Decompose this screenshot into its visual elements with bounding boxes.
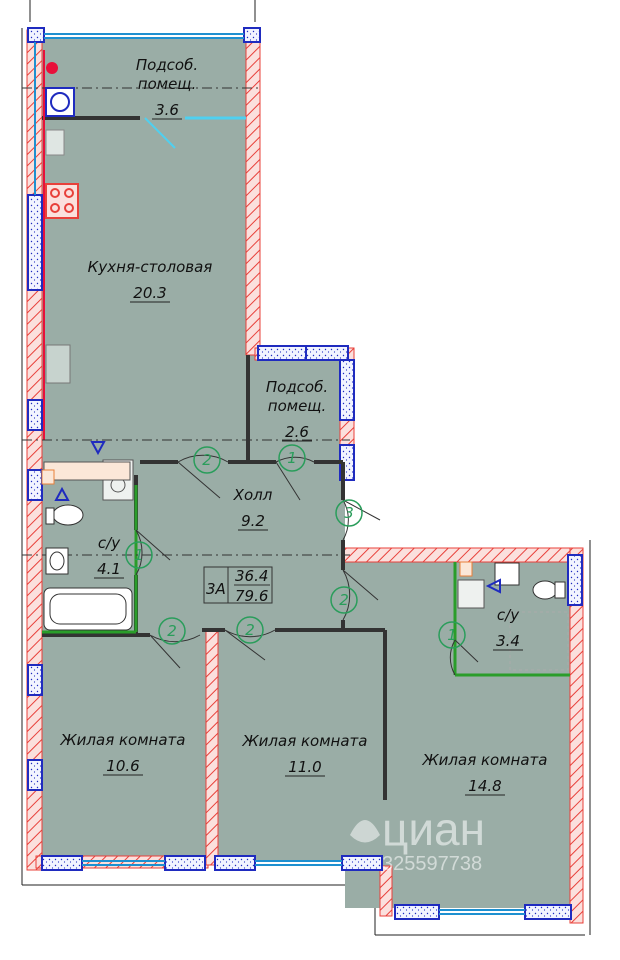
- fixtures: [41, 62, 569, 671]
- door-marker-circle: [438, 621, 466, 649]
- bathroom-partitions: [42, 485, 570, 677]
- door-marker-label: 2: [339, 591, 349, 609]
- vent-up-icon: [54, 486, 70, 501]
- room-labels: Подсоб.помещ.3.6Кухня-столовая20.3Подсоб…: [60, 56, 548, 796]
- door-marker-label: 2: [167, 622, 177, 640]
- utility-door-leaf: [144, 117, 176, 149]
- door-marker-circle: [236, 616, 264, 644]
- room-name-bath2: с/у: [497, 606, 520, 624]
- door-marker-circle: [330, 586, 358, 614]
- room-name-living2: Жилая комната: [242, 732, 368, 750]
- door-marker-circle: [125, 541, 153, 569]
- door-marker-circle: [158, 617, 186, 645]
- apartment-type: 3А: [206, 580, 226, 598]
- room-area-hall: 9.2: [241, 512, 265, 530]
- sink-icon: [45, 547, 69, 575]
- interior-walls: [42, 116, 387, 800]
- window-blocks: [27, 27, 583, 920]
- door-markers: 2 1 3 1 2 2 2 1: [125, 444, 466, 649]
- room-area-utility2: 2.6: [285, 423, 309, 441]
- room-name-utility1: Подсоб.: [136, 56, 198, 74]
- room-area-bath2: 3.4: [496, 632, 520, 650]
- shower-area: [509, 611, 569, 671]
- living-area: 36.4: [235, 567, 268, 585]
- door-marker-label: 1: [134, 546, 144, 564]
- room-name-utility2: помещ.: [268, 397, 326, 415]
- stove-icon: [45, 183, 79, 219]
- door-marker-label: 2: [245, 621, 255, 639]
- vent-left-icon: [485, 578, 501, 594]
- floor-fill: [40, 38, 570, 908]
- toilet-icon: [52, 504, 84, 526]
- room-area-living3: 14.8: [468, 777, 501, 795]
- window-glazing: [34, 33, 525, 915]
- bathtub-icon: [43, 587, 133, 631]
- room-area-living1: 10.6: [106, 757, 139, 775]
- door-marker-label: 3: [344, 504, 354, 522]
- door-swings: [135, 454, 479, 676]
- room-area-bath1: 4.1: [97, 560, 121, 578]
- watermark-logo-icon: [350, 820, 380, 843]
- kitchen-sink-icon: [45, 344, 71, 384]
- room-name-utility2: Подсоб.: [266, 378, 328, 396]
- watermark: циан 325597738: [350, 803, 485, 875]
- vent-down-icon: [90, 441, 106, 456]
- door-marker-circle: [335, 499, 363, 527]
- room-name-living3: Жилая комната: [422, 751, 548, 769]
- door-marker-circle: [193, 446, 221, 474]
- door-marker-circle: [278, 444, 306, 472]
- door-marker-label: 1: [287, 449, 297, 467]
- axis-lines: [22, 87, 350, 556]
- door-marker-label: 1: [447, 626, 457, 644]
- counter-icon: [43, 461, 131, 481]
- watermark-brand: циан: [382, 803, 485, 855]
- meter-icon: [41, 469, 55, 485]
- room-name-living1: Жилая комната: [60, 731, 186, 749]
- room-area-kitchen: 20.3: [133, 284, 166, 302]
- meter2-icon: [459, 561, 473, 577]
- toilet2-icon: [532, 580, 558, 600]
- room-name-kitchen: Кухня-столовая: [88, 258, 213, 276]
- gas-valve-icon: [46, 62, 58, 74]
- watermark-id: 325597738: [382, 853, 482, 875]
- room-name-bath1: с/у: [98, 534, 121, 552]
- washer2-icon: [457, 579, 485, 609]
- room-name-hall: Холл: [233, 486, 273, 504]
- room-name-utility1: помещ.: [138, 75, 196, 93]
- fridge-icon: [45, 129, 65, 156]
- apartment-summary: 3А 36.4 79.6: [203, 566, 273, 605]
- room-area-living2: 11.0: [288, 758, 321, 776]
- total-area: 79.6: [235, 587, 268, 605]
- door-marker-label: 2: [202, 451, 212, 469]
- room-area-utility1: 3.6: [155, 101, 179, 119]
